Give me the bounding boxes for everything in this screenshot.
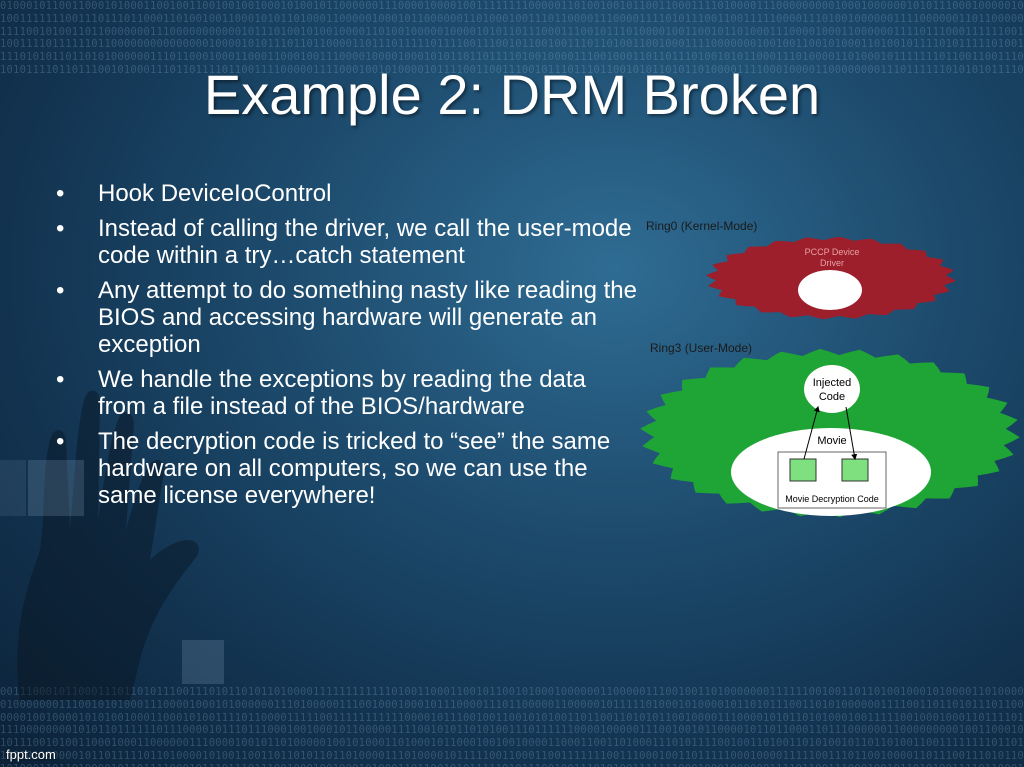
bullet-text: Hook DeviceIoControl [98, 180, 332, 207]
arrow-to-decryption [845, 406, 858, 461]
bullet-text: The decryption code is tricked to “see” … [98, 428, 611, 509]
injected-code-ellipse [804, 365, 860, 413]
driver-label-line2: Driver [820, 258, 844, 268]
bullet-item: • Instead of calling the driver, we call … [52, 215, 637, 269]
binary-pattern-bottom: 0011100010110001110110101110011101011010… [0, 686, 1024, 767]
movie-label: Movie [817, 435, 846, 447]
bullet-item: • The decryption code is tricked to “see”… [52, 428, 637, 509]
watermark: fppt.com [6, 747, 56, 762]
bullet-glyph: • [56, 180, 65, 207]
bullet-glyph: • [56, 366, 65, 393]
decryption-code-box [777, 451, 887, 509]
ring-diagram-svg: Ring0 (Kernel-Mode) PCCP Device Driver R… [640, 219, 1020, 518]
decryption-label: Movie Decryption Code [785, 494, 879, 504]
ring0-label: Ring0 (Kernel-Mode) [646, 219, 757, 233]
bullet-text: We handle the exceptions by reading the … [98, 366, 586, 420]
bullet-item: • Any attempt to do something nasty like … [52, 277, 637, 358]
decorative-square [182, 640, 224, 684]
injected-code-line1: Injected [813, 377, 852, 389]
ring-diagram: Ring0 (Kernel-Mode) PCCP Device Driver R… [636, 208, 1024, 538]
bullet-glyph: • [56, 277, 65, 304]
bullet-list: • Hook DeviceIoControl • Instead of callin… [52, 180, 637, 517]
decryption-block-right [841, 458, 869, 482]
ring3-label: Ring3 (User-Mode) [650, 341, 752, 355]
binary-pattern-top: 0100010110011000101000110010011001001001… [0, 0, 1024, 76]
bullet-item: • We handle the exceptions by reading the… [52, 366, 637, 420]
bullet-text: Any attempt to do something nasty like r… [98, 277, 637, 358]
bullet-glyph: • [56, 428, 65, 455]
device-driver-ellipse [798, 270, 862, 310]
driver-label-line1: PCCP Device [805, 247, 860, 257]
movie-ellipse [731, 428, 931, 516]
injected-code-line2: Code [819, 391, 845, 403]
bullet-glyph: • [56, 215, 65, 242]
slide-title: Example 2: DRM Broken [203, 63, 821, 126]
bullet-text: Instead of calling the driver, we call t… [98, 215, 632, 269]
decorative-square [28, 460, 84, 516]
decorative-square [0, 460, 26, 516]
decryption-block-left [789, 458, 817, 482]
arrow-to-injected [803, 405, 820, 460]
bullet-item: • Hook DeviceIoControl [52, 180, 637, 207]
